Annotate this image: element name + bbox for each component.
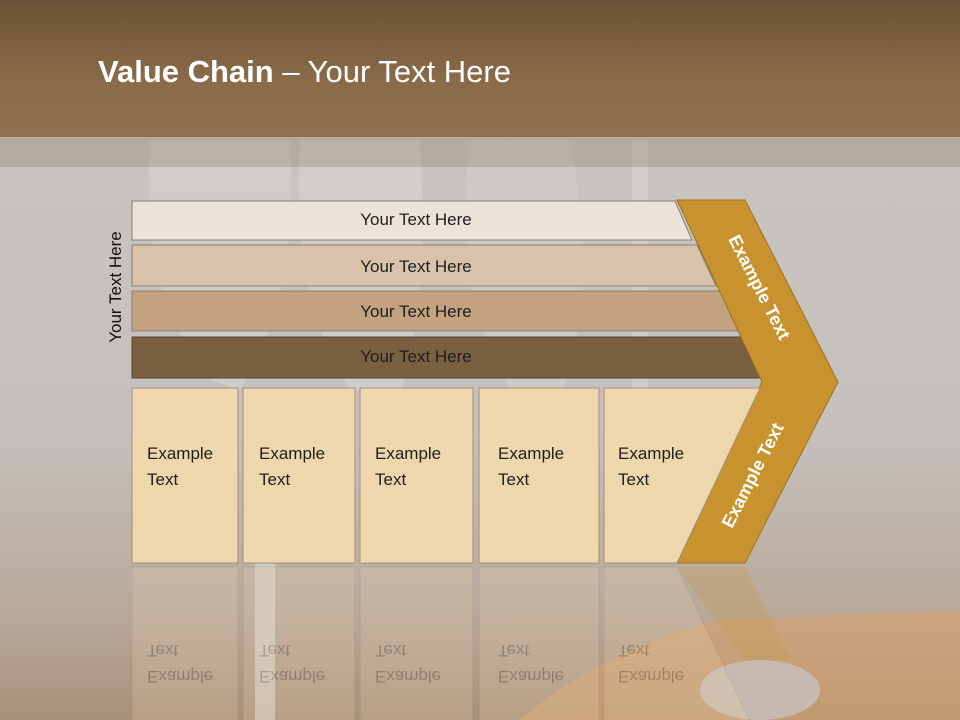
reflection-arrow bbox=[677, 567, 790, 660]
slide-title: Value Chain – Your Text Here bbox=[98, 54, 511, 90]
reflection-cell-4-line2: Text bbox=[498, 641, 529, 660]
cells-reflection: Example Text Example Text Example Text E… bbox=[131, 566, 790, 720]
cell-5-box bbox=[603, 387, 761, 564]
cell-5-line1: Example bbox=[618, 444, 684, 463]
row-3-label: Your Text Here bbox=[360, 302, 472, 321]
header-bar bbox=[0, 0, 960, 137]
row-1-label: Your Text Here bbox=[360, 210, 472, 229]
row-2-label: Your Text Here bbox=[360, 257, 472, 276]
row-4-label: Your Text Here bbox=[360, 347, 472, 366]
cell-3-box bbox=[359, 387, 474, 564]
reflection-cell-3-line2: Text bbox=[375, 641, 406, 660]
row-2: Your Text Here bbox=[131, 244, 717, 287]
chevron-arrow bbox=[676, 199, 839, 564]
cell-3-line1: Example bbox=[375, 444, 441, 463]
row-1-shape bbox=[131, 200, 693, 241]
cell-2-box bbox=[242, 387, 356, 564]
row-2-shape bbox=[131, 244, 717, 287]
cell-2-line2: Text bbox=[259, 470, 290, 489]
reflection-cell-5-line2: Text bbox=[618, 641, 649, 660]
reflection-cell-2-line2: Text bbox=[259, 641, 290, 660]
row-3: Your Text Here bbox=[131, 290, 741, 332]
cell-5: Example Text bbox=[603, 387, 761, 564]
cell-4-line2: Text bbox=[498, 470, 529, 489]
title-rest: – Your Text Here bbox=[273, 54, 511, 89]
cell-3-line2: Text bbox=[375, 470, 406, 489]
reflection-cell-1 bbox=[131, 566, 239, 720]
reflection-cell-4-line1: Example bbox=[498, 667, 564, 686]
cell-1-line2: Text bbox=[147, 470, 178, 489]
reflection-cell-2 bbox=[242, 566, 356, 720]
cell-4-line1: Example bbox=[498, 444, 564, 463]
reflection-cell-3-line1: Example bbox=[375, 667, 441, 686]
cell-4-box bbox=[478, 387, 600, 564]
cell-1-line1: Example bbox=[147, 444, 213, 463]
header-band bbox=[0, 137, 960, 167]
cell-2: Example Text bbox=[242, 387, 356, 564]
reflection-cell-5 bbox=[603, 566, 751, 720]
cell-1: Example Text bbox=[131, 387, 239, 564]
reflection-cell-4 bbox=[478, 566, 600, 720]
reflection-cell-1-line2: Text bbox=[147, 641, 178, 660]
cell-3: Example Text bbox=[359, 387, 474, 564]
cell-5-line2: Text bbox=[618, 470, 649, 489]
row-1: Your Text Here bbox=[131, 200, 693, 241]
cell-1-box bbox=[131, 387, 239, 564]
row-4: Your Text Here bbox=[131, 336, 764, 379]
reflection-cell-1-line1: Example bbox=[147, 667, 213, 686]
reflection-cell-5-line1: Example bbox=[618, 667, 684, 686]
title-bold: Value Chain bbox=[98, 54, 274, 89]
reflection-cell-2-line1: Example bbox=[259, 667, 325, 686]
cell-4: Example Text bbox=[478, 387, 600, 564]
reflection-cell-3 bbox=[359, 566, 474, 720]
cell-2-line1: Example bbox=[259, 444, 325, 463]
